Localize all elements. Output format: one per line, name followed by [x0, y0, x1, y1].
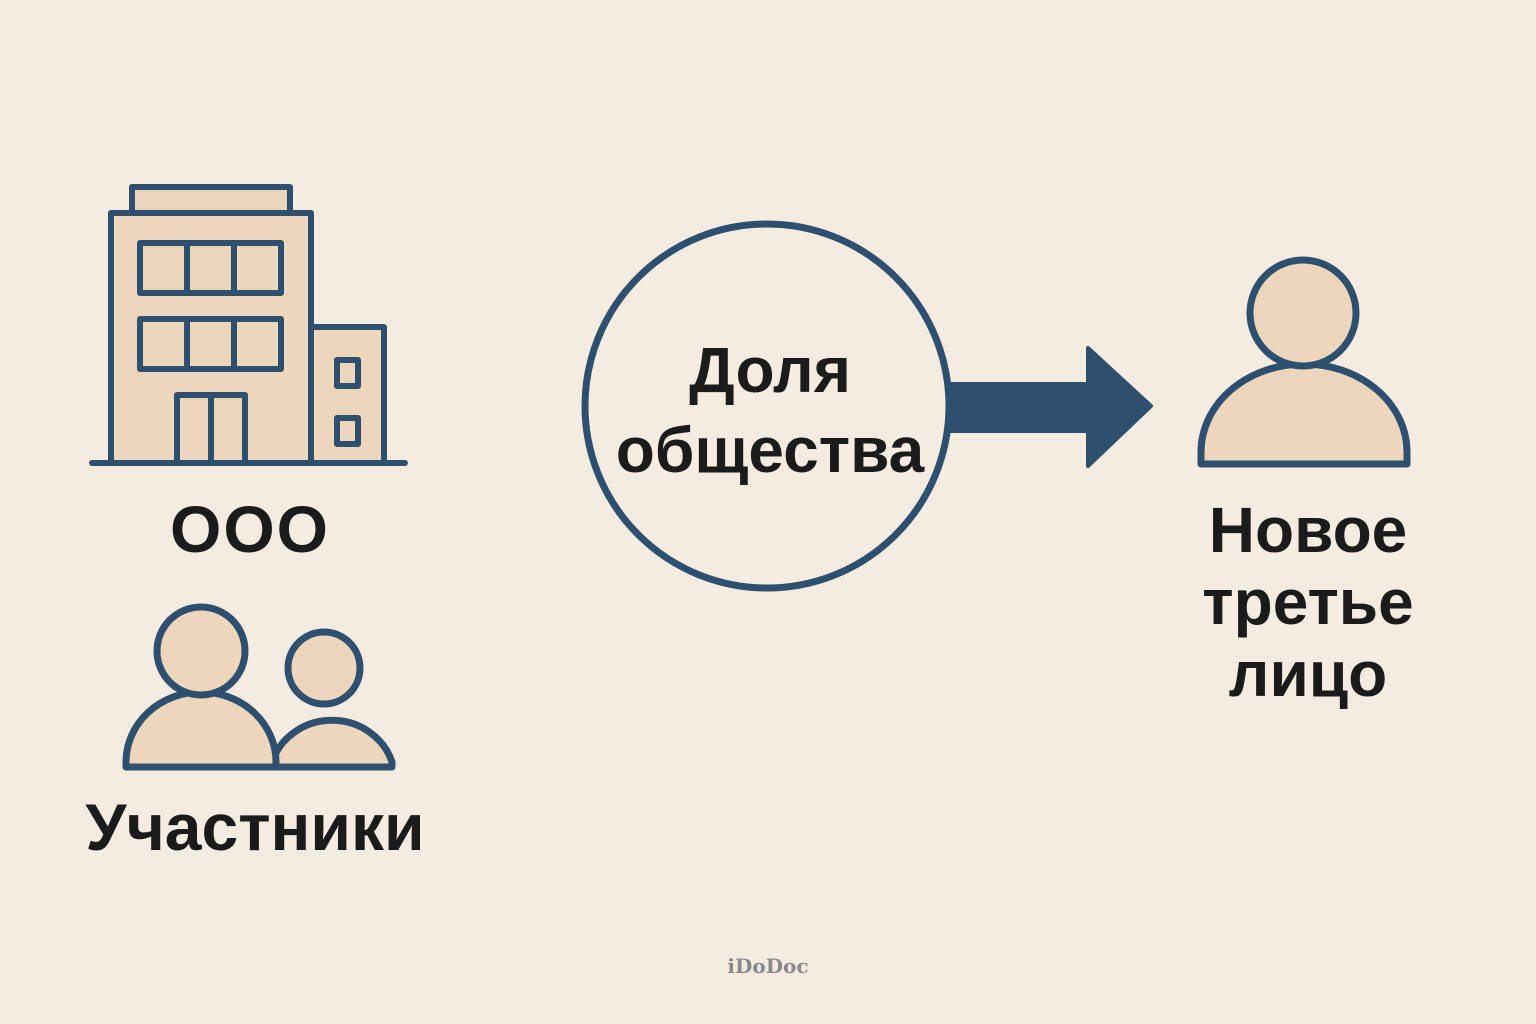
third-party-label-line1: Новое — [1208, 494, 1408, 566]
third-party-label-line2: третье — [1202, 566, 1414, 638]
share-label-line2: общества — [615, 414, 925, 486]
company-label: ООО — [169, 492, 330, 566]
share-label: Доля общества — [580, 330, 960, 490]
office-building-icon — [89, 184, 408, 466]
two-people-icon — [122, 603, 396, 771]
arrow-right-icon — [944, 346, 1153, 468]
share-label-line1: Доля — [689, 334, 851, 406]
third-party-label: Новое третье лицо — [1160, 494, 1456, 710]
watermark: iDoDoc — [727, 954, 809, 978]
third-party-label-line3: лицо — [1228, 638, 1388, 710]
person-icon — [1197, 256, 1411, 468]
participants-label: Участники — [85, 790, 425, 864]
share-circle — [581, 220, 1153, 592]
